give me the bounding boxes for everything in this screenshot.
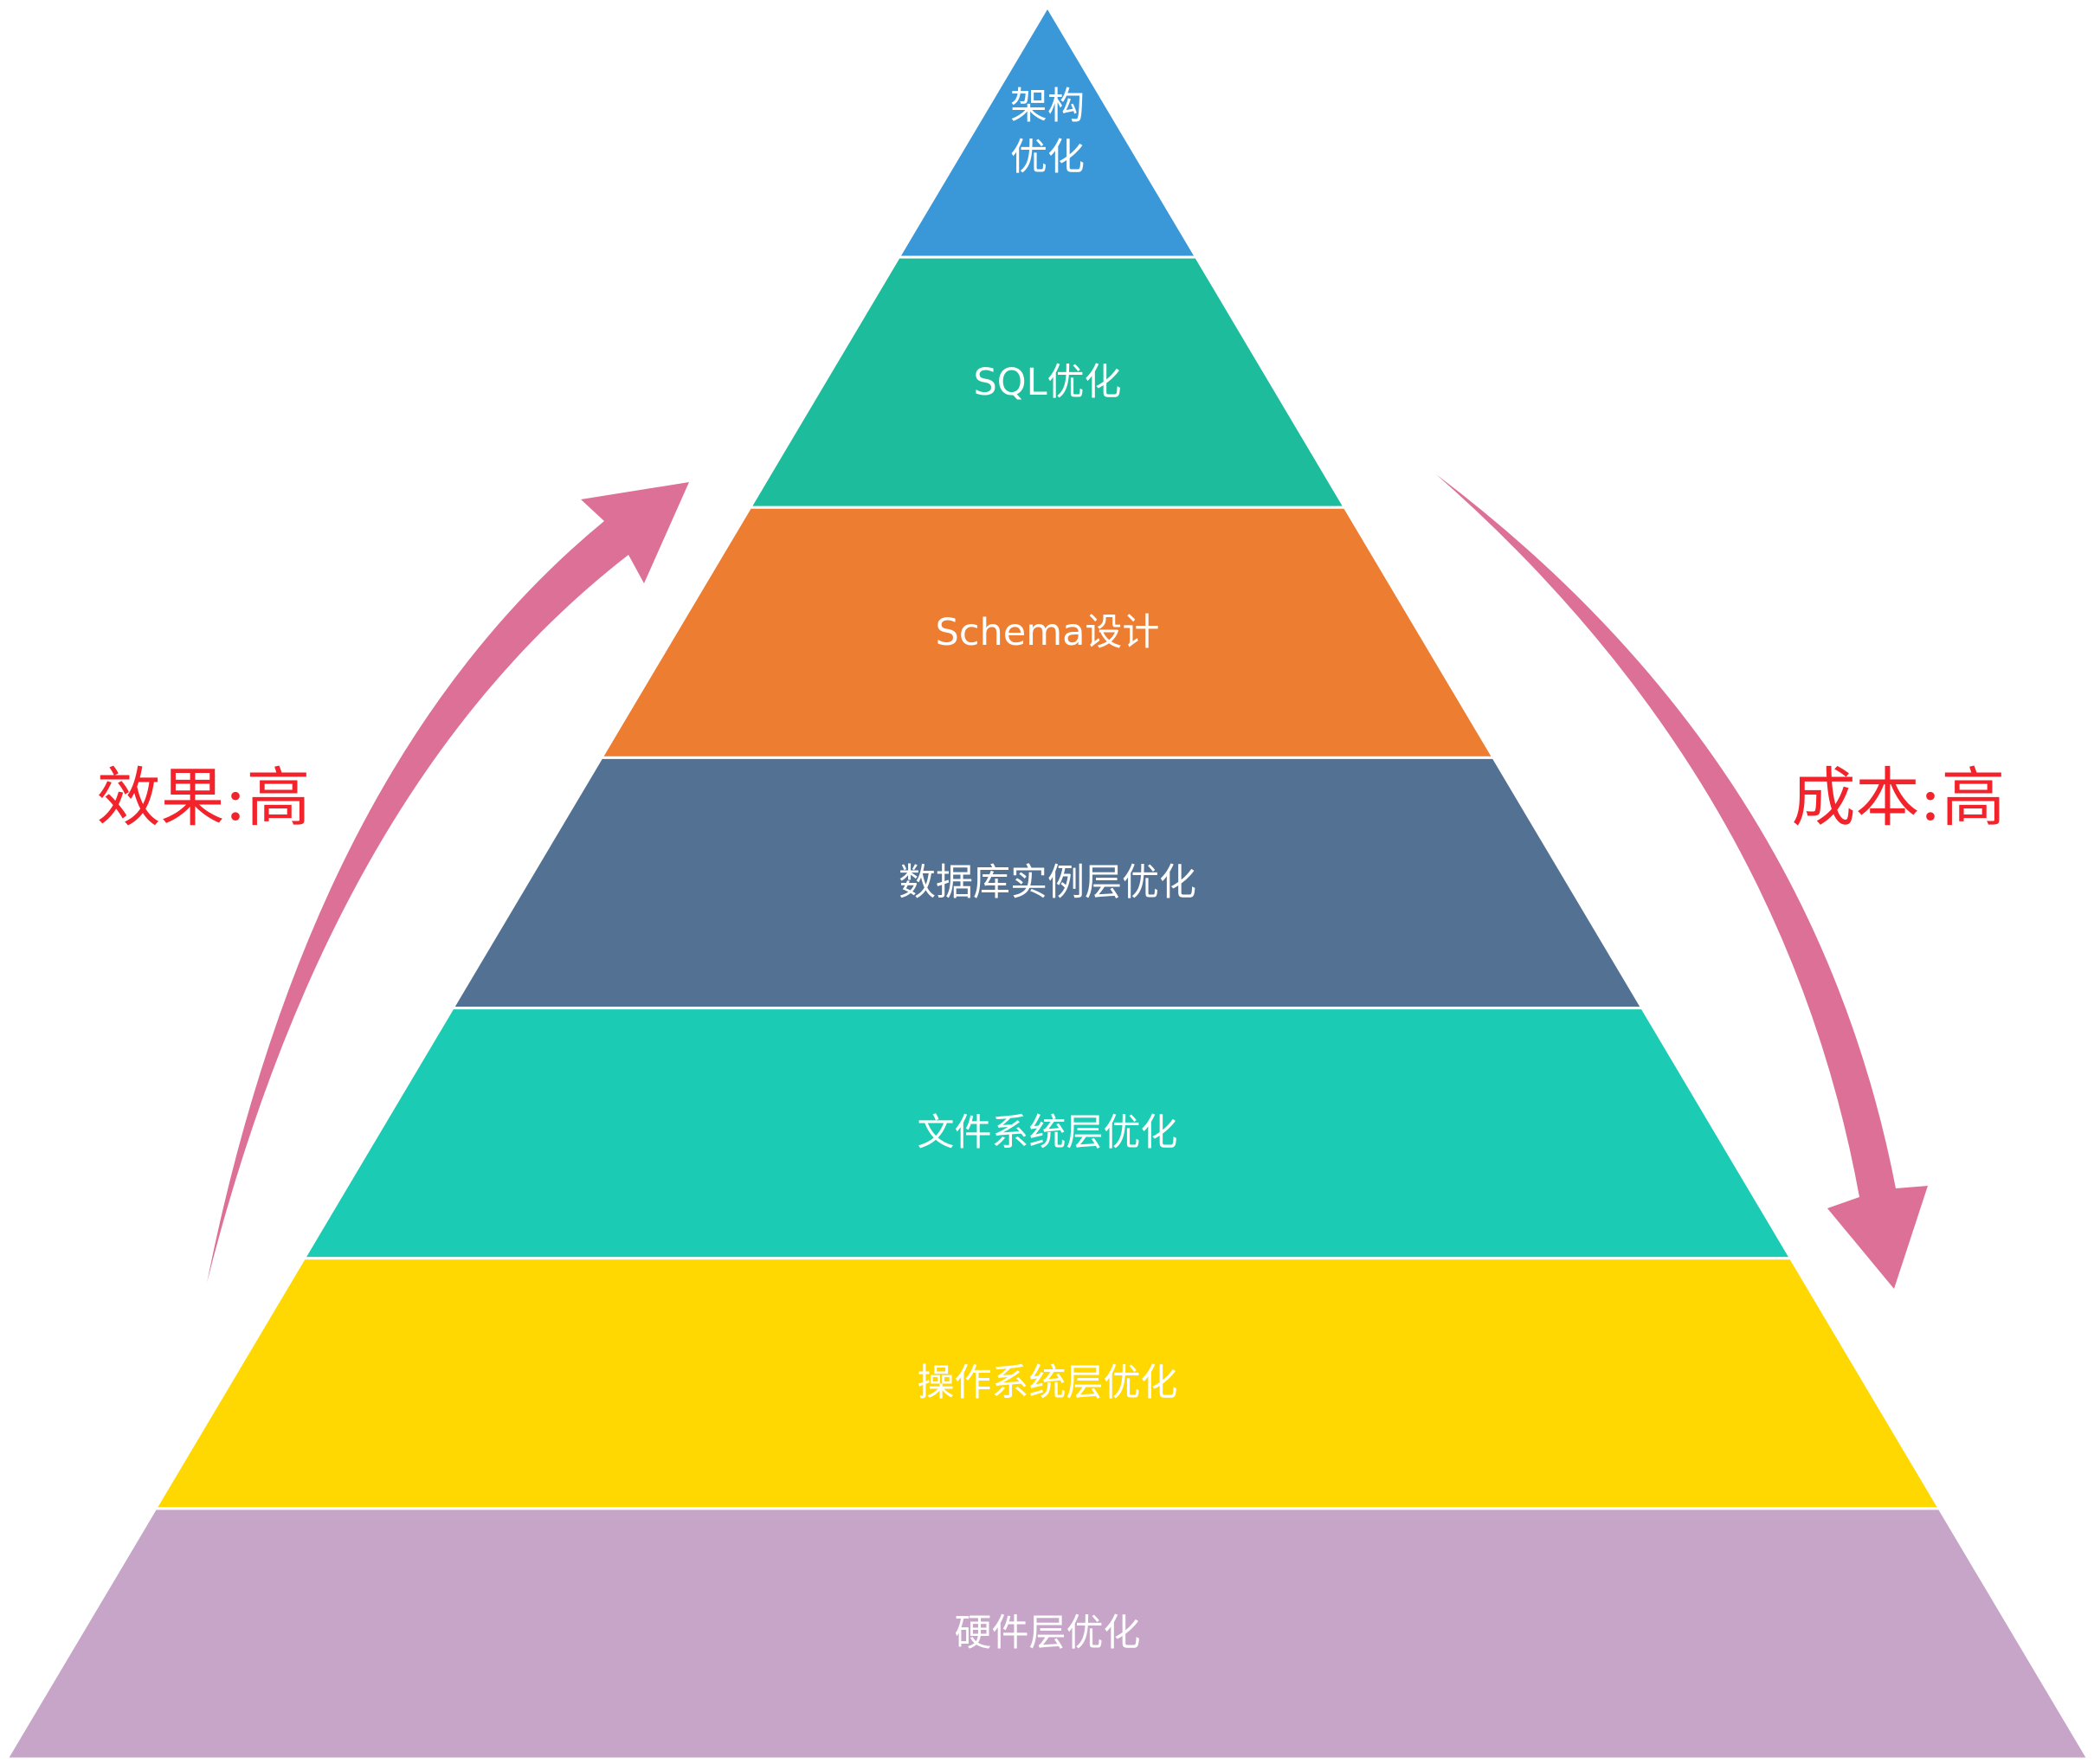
pyramid-layer-hardware [5, 1507, 2090, 1761]
layer-label-schema: Schema设计 [936, 611, 1160, 654]
layer-label-hardware: 硬件层优化 [955, 1612, 1141, 1655]
effect-annotation: 效果:高 [97, 761, 311, 835]
layer-label-os: 操作系统层优化 [918, 1362, 1178, 1405]
layer-label-sql: SQL优化 [973, 361, 1121, 404]
pyramid [5, 5, 2090, 1761]
layer-label-architecture-line2: 优化 [1010, 136, 1085, 179]
cost-annotation: 成本:高 [1792, 761, 2006, 835]
pyramid-labels: 架构 优化 SQL优化 Schema设计 数据库实例层优化 文件系统层优化 操作… [899, 85, 1196, 1655]
layer-label-filesystem: 文件系统层优化 [918, 1111, 1178, 1155]
cost-arrow-down-icon [1436, 474, 1928, 1289]
layer-label-db-instance: 数据库实例层优化 [899, 861, 1196, 905]
effect-arrow-up-icon [207, 482, 689, 1283]
pyramid-layer-architecture [897, 5, 1198, 259]
layer-label-architecture-line1: 架构 [1010, 85, 1085, 128]
